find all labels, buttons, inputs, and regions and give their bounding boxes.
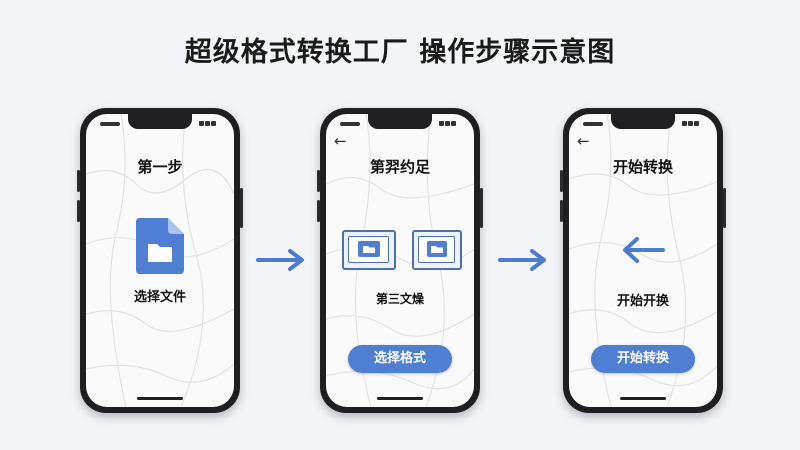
diagram-title: 超级格式转换工厂 操作步骤示意图	[184, 37, 616, 68]
status-signal-icon	[438, 121, 460, 126]
phone-step-2: ← 第羿约足 第三文燥 选择格式	[317, 108, 483, 413]
status-time	[583, 122, 603, 126]
screen-step-2: ← 第羿约足 第三文燥 选择格式	[326, 114, 474, 407]
start-convert-button[interactable]: 开始转换	[591, 345, 695, 373]
step-1-title: 第一步	[137, 158, 183, 176]
flow-arrow-icon	[256, 249, 304, 271]
phone-step-1: 第一步 选择文件	[77, 108, 243, 413]
step-2-label: 第三文燥	[375, 292, 424, 306]
flow-arrow-icon	[498, 249, 546, 271]
status-signal-icon	[681, 121, 703, 126]
screen-step-3: ← 开始转换 开始开换 开始转换	[569, 114, 717, 407]
step-1-label: 选择文件	[133, 290, 186, 305]
left-arrow-icon	[623, 237, 665, 263]
folder-icon	[358, 241, 380, 257]
format-option-2[interactable]	[412, 230, 462, 270]
status-signal-icon	[198, 121, 220, 126]
step-3-title: 开始转换	[612, 158, 673, 176]
home-indicator	[137, 397, 183, 400]
back-arrow-icon[interactable]: ←	[334, 132, 347, 150]
format-option-1[interactable]	[342, 230, 396, 270]
file-icon	[136, 218, 184, 274]
step-2-title: 第羿约足	[369, 158, 430, 176]
status-time	[100, 122, 120, 126]
notch	[611, 114, 675, 129]
back-arrow-icon[interactable]: ←	[577, 132, 590, 150]
home-indicator	[377, 397, 423, 400]
home-indicator	[620, 397, 666, 400]
phone-step-3: ← 开始转换 开始开换 开始转换	[560, 108, 726, 413]
status-time	[340, 122, 360, 126]
notch	[128, 114, 192, 129]
step-3-label: 开始开换	[616, 294, 669, 309]
select-format-button[interactable]: 选择格式	[348, 345, 452, 373]
notch	[368, 114, 432, 129]
screen-step-1: 第一步 选择文件	[86, 114, 234, 407]
folder-icon	[427, 241, 447, 257]
